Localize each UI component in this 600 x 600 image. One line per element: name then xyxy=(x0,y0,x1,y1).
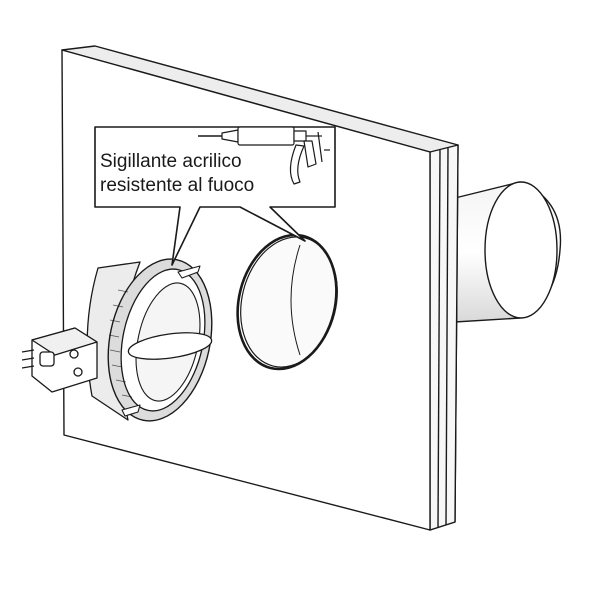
callout-box xyxy=(94,126,336,266)
callout-label: Sigillante acrilico resistente al fuoco xyxy=(100,150,300,198)
sealant-ring-icon xyxy=(236,233,338,371)
caulking-gun-icon xyxy=(198,126,330,185)
rear-duct xyxy=(454,181,562,323)
callout-label-line1: Sigillante acrilico xyxy=(100,151,242,172)
wall-opening xyxy=(236,233,338,371)
fire-damper-icon xyxy=(86,258,213,422)
callout-label-line2: resistente al fuoco xyxy=(100,175,255,196)
actuator-icon xyxy=(21,327,98,393)
